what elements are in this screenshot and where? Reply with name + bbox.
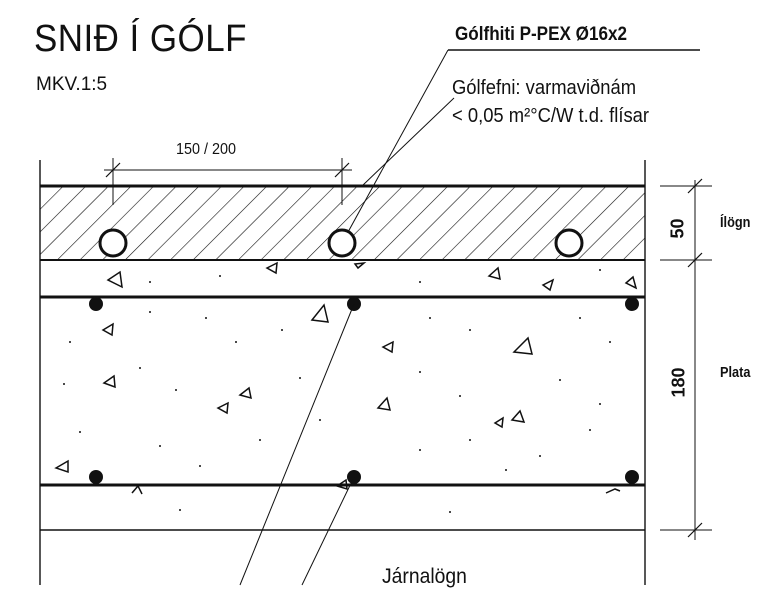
floor-resistance-label: < 0,05 m²°C/W t.d. flísar [452,105,650,127]
slab-layer-label: Plata [720,364,751,381]
rebar-leader-line [239,303,355,586]
aggregate-mark [131,484,143,495]
pipe-spacing-label: 150 / 200 [176,141,237,158]
aggregate-mark [493,416,504,429]
aggregate-mark [487,266,501,281]
pipe-label: Gólfhiti P-PEX Ø16x2 [455,24,627,45]
aggregate-mark [624,275,638,290]
floor-covering-label: Gólfefni: varmaviðnám [452,77,637,99]
spacing-tick-right [334,162,350,178]
rebar-dot [89,297,103,311]
aggregate-mark [106,270,123,289]
aggregate-dots [63,269,611,513]
aggregate-mark [54,459,69,474]
screed-layer-label: Ílögn [720,214,751,231]
heating-pipe [98,228,128,258]
rebar-label: Járnalögn [382,565,467,588]
rebar-dot [625,297,639,311]
drawing-title: SNIÐ Í GÓLF [34,18,247,60]
aggregate-marks [54,261,638,495]
aggregate-mark [216,401,229,415]
aggregate-mark [541,278,555,292]
aggregate-mark [101,322,114,337]
rebar-leader-line [301,476,355,586]
aggregate-mark [605,488,621,494]
rebar-dot [625,470,639,484]
aggregate-mark [310,303,329,323]
aggregate-mark [510,409,526,423]
dim-tick-top [687,178,703,194]
dim-tick-mid [687,252,703,268]
rebar-dot [89,470,103,484]
aggregate-mark [265,261,278,275]
spacing-tick-left [105,162,121,178]
aggregate-mark [381,340,394,354]
aggregate-mark [102,374,116,389]
slab-thickness-label: 180 [668,367,689,398]
aggregate-mark [238,386,252,400]
floor-leader-line [361,97,455,187]
aggregate-mark [512,336,533,355]
aggregate-mark [353,261,367,270]
dim-tick-bottom [687,522,703,538]
heating-pipe [327,228,357,258]
heating-pipe [554,228,584,258]
aggregate-mark [335,478,348,491]
drawing-scale: MKV.1:5 [36,74,108,95]
screed-thickness-label: 50 [667,218,688,239]
aggregate-mark [376,396,392,411]
